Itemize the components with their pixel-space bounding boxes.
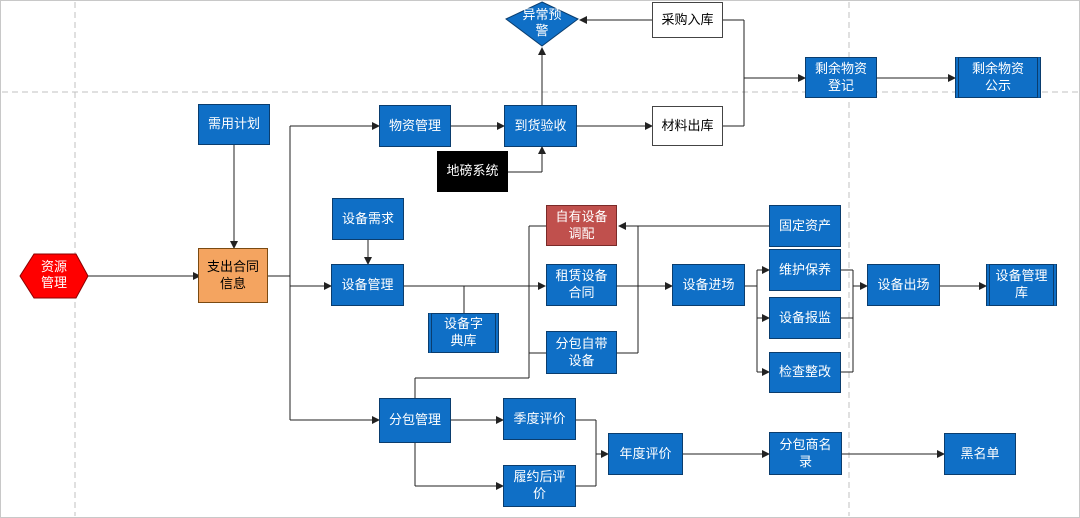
arrival-check-node[interactable]: 到货验收 (504, 105, 577, 147)
resource-node[interactable]: 资源 管理 (40, 260, 67, 291)
rectify-node[interactable]: 检查整改 (769, 352, 841, 393)
subcon-list-node[interactable]: 分包商名 录 (769, 432, 842, 475)
purchase-in-node[interactable]: 采购入库 (652, 2, 723, 38)
warning-diamond (505, 1, 579, 47)
equip-mgmt-node[interactable]: 设备管理 (331, 264, 404, 306)
subcon-equip-node[interactable]: 分包自带 设备 (546, 331, 617, 374)
maintain-node[interactable]: 维护保养 (769, 249, 841, 291)
material-mgmt-node[interactable]: 物资管理 (379, 105, 451, 147)
connectors (88, 16, 987, 490)
surplus-register-node[interactable]: 剩余物资 登记 (805, 57, 877, 98)
weighbridge-node[interactable]: 地磅系统 (437, 151, 508, 192)
equip-request-node[interactable]: 设备需求 (332, 198, 404, 240)
inspection-node[interactable]: 设备报监 (769, 297, 841, 339)
rent-contract-node[interactable]: 租赁设备 合同 (546, 264, 617, 306)
equip-dictionary-node[interactable]: 设备字 典库 (428, 313, 499, 353)
surplus-publish-node[interactable]: 剩余物资 公示 (955, 57, 1041, 98)
subcon-mgmt-node[interactable]: 分包管理 (379, 398, 451, 443)
annual-eval-node[interactable]: 年度评价 (608, 433, 683, 475)
warning-node[interactable]: 异常预 警 (522, 8, 562, 39)
equip-library-node[interactable]: 设备管理 库 (986, 264, 1057, 306)
resource-hexagon (19, 253, 89, 299)
post-eval-node[interactable]: 履约后评 价 (503, 465, 576, 507)
fixed-asset-node[interactable]: 固定资产 (769, 205, 841, 247)
own-equip-dispatch-node[interactable]: 自有设备 调配 (546, 205, 617, 246)
equip-out-node[interactable]: 设备出场 (867, 264, 940, 306)
blacklist-node[interactable]: 黑名单 (944, 433, 1016, 475)
demand-plan-node[interactable]: 需用计划 (198, 104, 270, 145)
equip-in-node[interactable]: 设备进场 (672, 264, 745, 306)
material-out-node[interactable]: 材料出库 (652, 106, 723, 146)
expense-contract-node[interactable]: 支出合同 信息 (198, 248, 268, 303)
season-eval-node[interactable]: 季度评价 (503, 398, 576, 440)
